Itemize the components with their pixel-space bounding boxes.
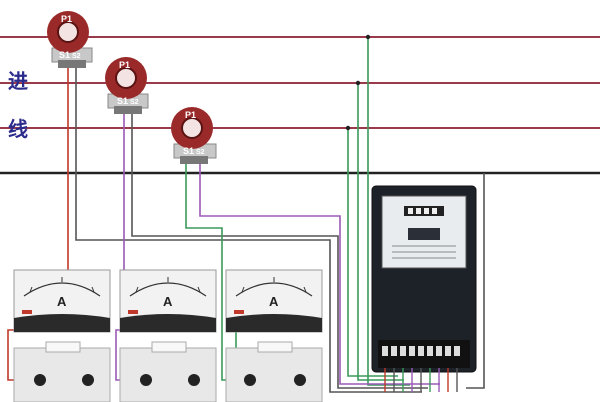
ct2-s2-label: S2 (130, 99, 139, 106)
ammeter-1-unit: A (57, 294, 67, 309)
energy-meter (371, 185, 477, 392)
voltage-tap-wires (345, 34, 485, 389)
current-transformer-1: P1 S1 S2 (47, 11, 93, 68)
ct3-s2-label: S2 (196, 149, 205, 156)
ct2-p1-label: P1 (119, 60, 130, 70)
ct3-s1-label: S1 (183, 146, 194, 156)
ammeter-2: A (119, 269, 217, 402)
ammeter-2-unit: A (163, 294, 173, 309)
current-transformer-3: P1 S1 S2 (171, 107, 217, 164)
ammeter-3: A (225, 269, 323, 402)
ct1-p1-label: P1 (61, 14, 72, 24)
ct3-p1-label: P1 (185, 110, 196, 120)
ammeter-3-unit: A (269, 294, 279, 309)
incoming-label-char-2: 线 (8, 117, 28, 141)
ct1-s2-label: S2 (72, 53, 81, 60)
current-transformer-2: P1 S1 S2 (105, 57, 149, 114)
ammeter-1: A (13, 269, 111, 402)
ct1-s1-label: S1 (59, 50, 70, 60)
ct2-s1-label: S1 (117, 96, 128, 106)
energy-meter-terminals (382, 346, 460, 356)
incoming-label-char-1: 进 (8, 69, 28, 93)
